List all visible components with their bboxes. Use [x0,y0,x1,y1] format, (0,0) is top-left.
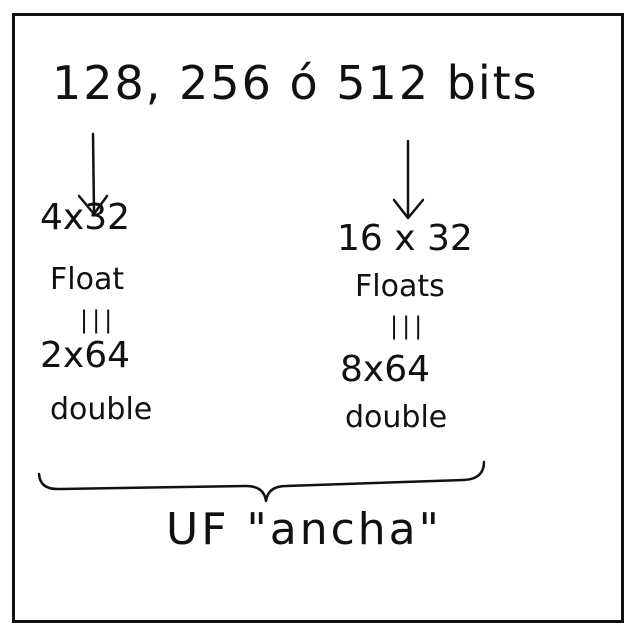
left-type-double: double [50,392,153,427]
header-text: 128, 256 ó 512 bits [52,56,539,110]
bottom-brace [37,460,486,503]
right-type-floats: Floats [355,269,445,304]
right-type-double: double [345,400,448,435]
left-vector-4x32: 4x32 [40,197,131,238]
left-type-float: Float [50,262,125,297]
left-vector-2x64: 2x64 [40,335,131,376]
right-vector-8x64: 8x64 [340,349,431,390]
right-equivalence-mark: ||| [390,312,427,340]
diagram-frame [12,13,624,623]
right-vector-16x32: 16 x 32 [337,218,473,259]
footer-label: UF "ancha" [166,504,442,555]
left-equivalence-mark: ||| [80,306,117,334]
left-arrow [77,132,109,216]
right-arrow [392,139,425,220]
